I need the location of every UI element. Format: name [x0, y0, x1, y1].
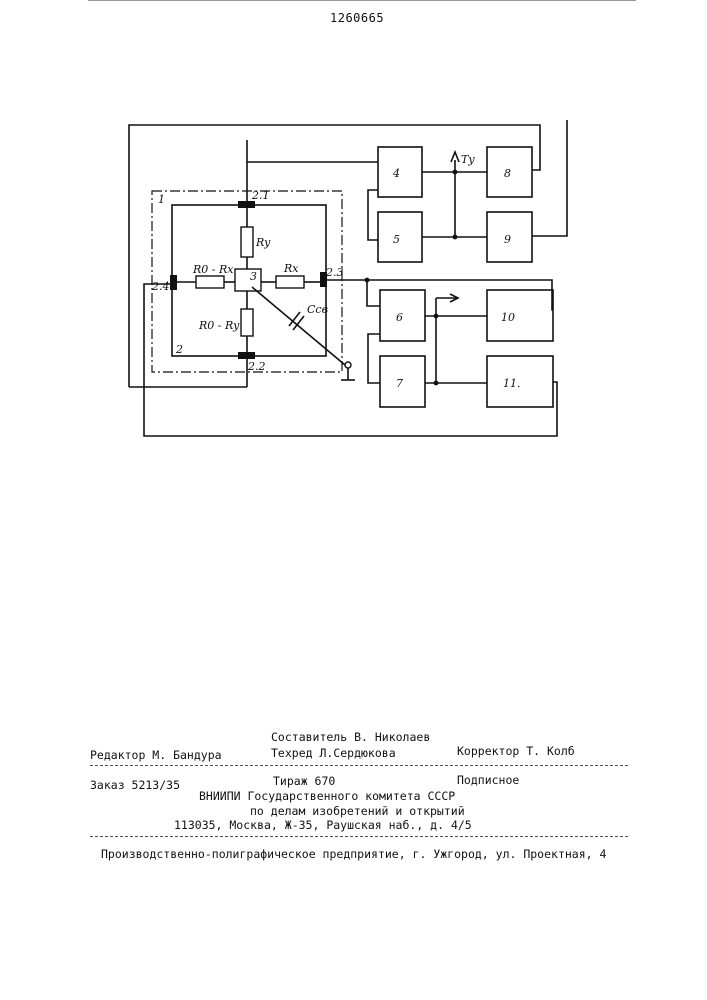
wire-cs-diagonal	[252, 287, 345, 365]
wire-t23-block6	[367, 280, 380, 306]
order-line: Заказ 5213/35	[90, 778, 180, 792]
circulation-line: Тираж 670	[273, 774, 335, 788]
label-terminal-2-2: 2.2	[247, 360, 266, 373]
label-terminal-2-3: 2.3	[325, 266, 344, 279]
wire-9-return	[532, 120, 567, 236]
address-line: 113035, Москва, Ж-35, Раушская наб., д. …	[174, 818, 472, 832]
label-block-9: 9	[504, 233, 511, 246]
label-frame-1: 1	[158, 193, 165, 206]
terminal-2-4	[170, 275, 177, 290]
label-r0-rx: R0 - Rx	[192, 263, 234, 276]
wire-6-7-loop	[368, 334, 380, 383]
label-block-6: 6	[396, 311, 403, 324]
node-ty-bottom	[453, 235, 458, 240]
label-ty: Ty	[461, 153, 475, 166]
resistor-ry	[241, 227, 253, 257]
label-block-8: 8	[504, 167, 511, 180]
resistor-r0-rx	[196, 276, 224, 288]
label-center-3: 3	[250, 270, 257, 283]
label-block-10: 10	[501, 311, 515, 324]
wire-outer-loop-a	[129, 125, 540, 387]
terminal-2-1	[238, 201, 255, 208]
terminal-2-2	[238, 352, 255, 359]
compiler-line: Составитель В. Николаев	[271, 730, 430, 744]
label-block-7: 7	[396, 377, 403, 390]
label-ry: Ry	[255, 236, 271, 249]
committee-line: по делам изобретений и открытий	[250, 804, 465, 818]
wire-4-5-loop	[368, 190, 378, 240]
block-5	[378, 212, 422, 262]
label-block-5: 5	[393, 233, 400, 246]
corrector-line: Корректор Т. Колб	[457, 744, 575, 758]
subscription-line: Подписное	[457, 773, 519, 787]
circuit-diagram: 1 2 2.1 2.2 2.3 2.4 Ry Rx R0 - Rx R0 - R…	[0, 0, 707, 460]
node-bus-bottom	[434, 381, 439, 386]
label-block-11: 11.	[503, 377, 521, 390]
resistor-rx	[276, 276, 304, 288]
center-node-3	[235, 269, 261, 291]
node-ty-top	[453, 170, 458, 175]
ground-node	[345, 362, 351, 368]
label-terminal-2-1: 2.1	[251, 189, 270, 202]
label-terminal-2-4: 2.4	[151, 280, 170, 293]
plant-line: Производственно-полиграфическое предприя…	[101, 847, 606, 861]
resistor-r0-ry	[241, 309, 253, 336]
label-rx: Rx	[283, 262, 299, 275]
techred-line: Техред Л.Сердюкова	[271, 746, 396, 760]
editor-line: Редактор М. Бандура	[90, 748, 222, 762]
org-line: ВНИИПИ Государственного комитета СССР	[199, 789, 455, 803]
label-block-4: 4	[392, 167, 400, 180]
node-bus-top	[434, 314, 439, 319]
imprint-rule-2	[90, 836, 628, 837]
label-r0-ry: R0 - Ry	[198, 319, 240, 332]
label-frame-2: 2	[175, 343, 183, 356]
block-10	[487, 290, 553, 341]
label-cs: Cсв	[307, 303, 328, 316]
imprint-rule-1	[90, 765, 628, 766]
block-4	[378, 147, 422, 197]
